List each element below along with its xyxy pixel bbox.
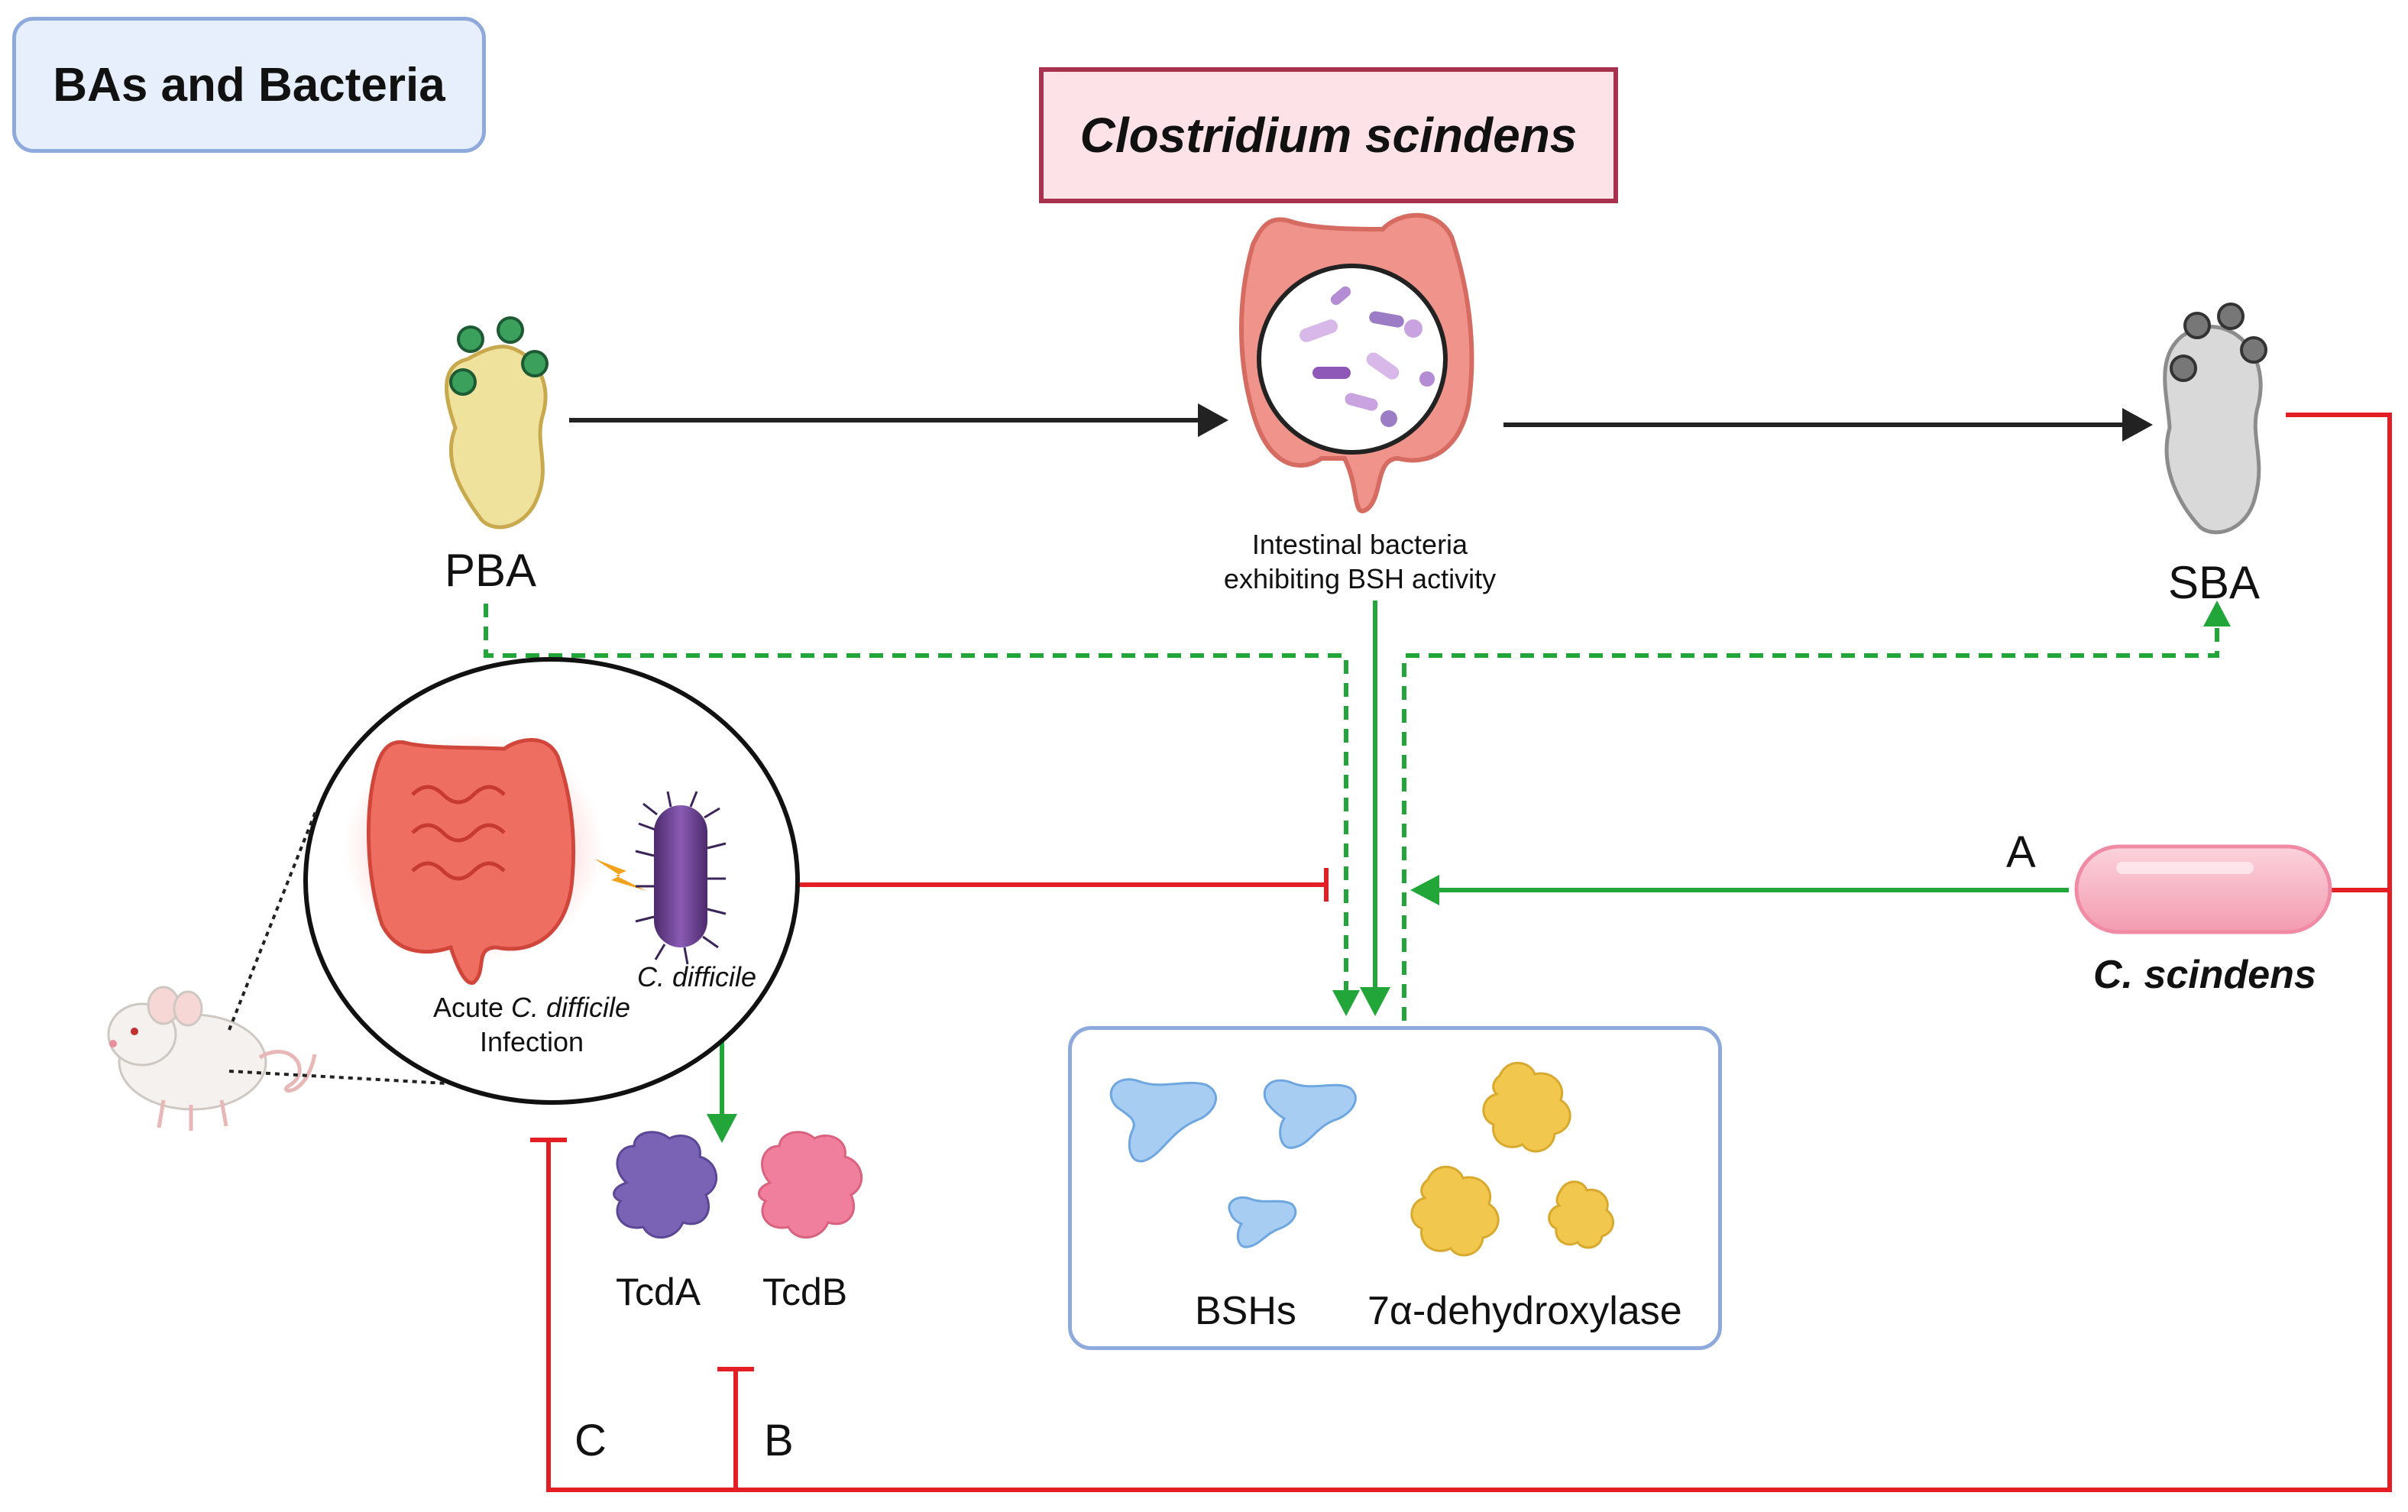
inflamed-colon-icon — [344, 733, 604, 985]
pba-dashed-arrowhead — [1332, 990, 1360, 1016]
figure-title-box: BAs and Bacteria — [12, 17, 486, 153]
sba-dashed-arrowhead — [2203, 601, 2231, 626]
infection-caption-organism: C. difficile — [511, 992, 631, 1023]
microbiome-to-enzymes-arrow — [1360, 601, 1390, 1016]
enzyme-box — [1068, 1026, 1722, 1350]
c-scindens-inhibition-loop — [530, 413, 2392, 1492]
pathway-label-a: A — [2006, 827, 2036, 877]
c-difficile-bacterium-icon — [635, 791, 727, 965]
infection-caption: Acute C. difficile Infection — [387, 990, 677, 1059]
zoom-dotted-lines — [228, 809, 447, 1085]
tcda-toxin-icon — [613, 1131, 718, 1239]
sba-label: SBA — [2168, 557, 2261, 608]
microbiome-to-sba-arrow — [1503, 408, 2153, 442]
lightning-bolt-icon — [594, 859, 646, 891]
organism-title: Clostridium scindens — [1079, 108, 1578, 163]
pba-to-enzymes-dashed-arrow — [484, 604, 1348, 993]
c-scindens-activates-enzymes-arrow — [1410, 875, 2069, 905]
microbiome-caption-line2: exhibiting BSH activity — [1223, 563, 1497, 594]
enzymes-to-sba-dashed-arrow — [1402, 623, 2219, 1021]
pathway-label-b: B — [764, 1416, 794, 1465]
microbiome-caption: Intestinal bacteria exhibiting BSH activ… — [1192, 527, 1528, 596]
tcda-label: TcdA — [616, 1271, 701, 1313]
bshs-label: BSHs — [1195, 1289, 1296, 1333]
c-difficile-label: C. difficile — [637, 961, 757, 992]
colon-microbiome-icon — [1239, 212, 1474, 513]
pba-to-microbiome-arrow — [569, 403, 1228, 437]
c-scindens-bacterium-icon — [2074, 844, 2332, 934]
c-scindens-label: C. scindens — [2093, 953, 2316, 997]
infection-caption-line1: Acute C. difficile — [387, 990, 677, 1025]
organism-title-box: Clostridium scindens — [1039, 67, 1618, 203]
enzyme-icons — [1109, 1061, 1614, 1257]
microbiome-caption-line1: Intestinal bacteria — [1251, 529, 1468, 560]
primary-bile-acid-icon — [445, 316, 549, 529]
bsh-enzyme-icon — [1109, 1078, 1357, 1248]
infection-caption-prefix: Acute — [432, 992, 511, 1023]
dehydroxylase-enzyme-icon — [1410, 1061, 1614, 1257]
figure-title: BAs and Bacteria — [53, 58, 445, 112]
mouse-icon — [107, 986, 317, 1131]
pathway-label-c: C — [574, 1416, 607, 1465]
pba-label: PBA — [445, 545, 537, 596]
c-difficile-inhibits-enzymes — [799, 868, 1329, 902]
secondary-bile-acid-icon — [2163, 303, 2267, 535]
tcdb-toxin-icon — [758, 1131, 863, 1239]
tcdb-label: TcdB — [762, 1271, 848, 1313]
infection-caption-line2: Infection — [479, 1026, 584, 1057]
dehydroxylase-label: 7α-dehydroxylase — [1367, 1289, 1682, 1333]
